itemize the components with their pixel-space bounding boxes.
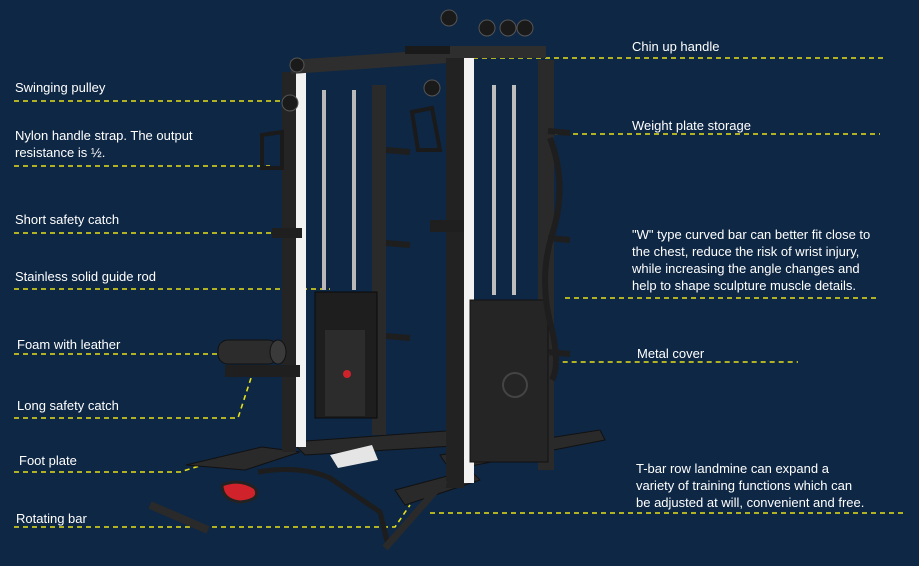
- foam-roller: [217, 339, 287, 365]
- plate-storage-pegs: [385, 128, 571, 357]
- label-w-bar: "W" type curved bar can better fit close…: [632, 227, 871, 293]
- short-safety-catch: [272, 228, 302, 238]
- rotating-bar: [148, 501, 210, 534]
- label-metal-cover: Metal cover: [637, 346, 705, 361]
- leader-lines: [14, 57, 905, 528]
- rope-attachment: [257, 467, 391, 546]
- nylon-handle: [260, 129, 284, 170]
- accessories: [148, 105, 448, 551]
- ankle-strap: [220, 480, 259, 504]
- leader-metal-cover: [518, 361, 798, 405]
- landmine-handle: [382, 477, 448, 551]
- weight-stack: [314, 291, 378, 419]
- label-foot-plate: Foot plate: [19, 453, 77, 468]
- label-swinging-pulley: Swinging pulley: [15, 80, 106, 95]
- leader-long-safety-catch: [14, 374, 253, 419]
- label-short-safety-catch: Short safety catch: [15, 212, 120, 227]
- chin-up-handle: [405, 46, 450, 54]
- long-safety-catch: [225, 365, 300, 377]
- label-foam-leather: Foam with leather: [17, 337, 121, 352]
- label-plate-storage: Weight plate storage: [632, 118, 751, 133]
- foot-plate: [185, 446, 301, 471]
- label-guide-rod: Stainless solid guide rod: [15, 269, 156, 284]
- v-handle: [330, 445, 378, 468]
- left-tower: [282, 48, 461, 452]
- label-nylon-strap: Nylon handle strap. The output resistanc…: [15, 128, 193, 160]
- label-long-safety-catch: Long safety catch: [17, 398, 119, 413]
- top-pulleys: [281, 9, 534, 112]
- label-rotating-bar: Rotating bar: [16, 511, 87, 526]
- label-landmine: T-bar row landmine can expand a variety …: [636, 461, 865, 510]
- label-chin-up: Chin up handle: [632, 39, 720, 54]
- swinging-pulley: [281, 94, 299, 112]
- leader-foot-plate: [14, 461, 213, 473]
- metal-cover: [469, 299, 549, 463]
- leader-rotating-bar: [14, 504, 411, 528]
- safety-catches: [225, 220, 464, 377]
